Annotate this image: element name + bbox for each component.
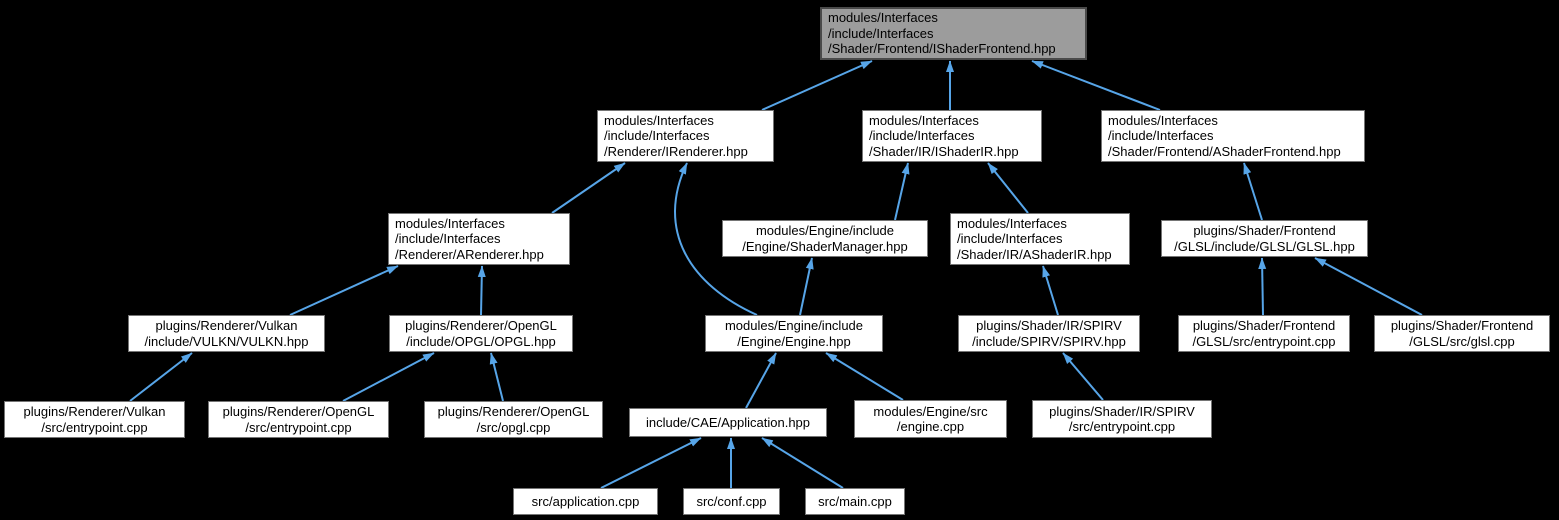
graph-node-opengl_entry[interactable]: plugins/Renderer/OpenGL/src/entrypoint.c…	[208, 401, 389, 438]
node-label-line: modules/Engine/include	[724, 318, 864, 333]
node-label-line: /GLSL/src/entrypoint.cpp	[1192, 333, 1336, 349]
node-label-line: plugins/Renderer/Vulkan	[23, 404, 166, 419]
graph-node-application_hpp[interactable]: include/CAE/Application.hpp	[629, 408, 827, 437]
include-edge-main_cpp-to-application_hpp	[761, 437, 844, 489]
include-edge-glsl_entry-to-glsl_hpp	[1258, 257, 1267, 316]
include-edge-vulkan_entry-to-vulkn_hpp	[129, 352, 193, 402]
node-label-line: include/CAE/Application.hpp	[645, 414, 811, 430]
node-label-line: /include/Interfaces	[604, 128, 710, 144]
include-edge-vulkn_hpp-to-arenderer	[289, 265, 399, 316]
include-edge-spirv_hpp-to-ashaderir	[1042, 265, 1059, 316]
node-label-line: /Engine/Engine.hpp	[737, 333, 851, 349]
node-label-line: /include/OPGL/OPGL.hpp	[406, 333, 556, 349]
node-label-line: /GLSL/include/GLSL/GLSL.hpp	[1174, 238, 1355, 254]
include-edge-ashaderir-to-ishaderir	[987, 162, 1029, 214]
graph-node-spirv_hpp[interactable]: plugins/Shader/IR/SPIRV/include/SPIRV/SP…	[958, 315, 1140, 352]
node-label-line: /src/entrypoint.cpp	[245, 419, 352, 435]
include-edge-engine_hpp-to-irenderer	[674, 162, 758, 316]
node-label-line: /Renderer/IRenderer.hpp	[604, 143, 748, 159]
node-label-line: /include/SPIRV/SPIRV.hpp	[972, 333, 1126, 349]
graph-node-ashaderir[interactable]: modules/Interfaces/include/Interfaces/Sh…	[950, 213, 1130, 265]
node-label-line: /src/entrypoint.cpp	[1068, 419, 1176, 434]
node-label-line: /src/entrypoint.cpp	[41, 419, 148, 435]
node-label-line: src/conf.cpp	[696, 493, 767, 509]
graph-node-engine_cpp[interactable]: modules/Engine/src/engine.cpp	[854, 400, 1007, 438]
graph-node-glsl_entry[interactable]: plugins/Shader/Frontend/GLSL/src/entrypo…	[1178, 315, 1350, 352]
node-label-line: plugins/Renderer/OpenGL	[437, 404, 590, 419]
include-edge-engine_hpp-to-shadermanager	[799, 257, 814, 316]
node-label-line: src/application.cpp	[531, 493, 640, 509]
node-label-line: plugins/Renderer/Vulkan	[155, 318, 298, 333]
node-label-line: /GLSL/src/glsl.cpp	[1409, 333, 1515, 349]
graph-node-spirv_entry[interactable]: plugins/Shader/IR/SPIRV/src/entrypoint.c…	[1032, 400, 1212, 438]
node-label-line: /src/opgl.cpp	[476, 419, 551, 435]
include-edge-glsl_hpp-to-ashaderfrontend	[1243, 162, 1263, 221]
include-edge-opgl_cpp-to-opgl_hpp	[489, 352, 504, 402]
graph-node-glsl_hpp[interactable]: plugins/Shader/Frontend/GLSL/include/GLS…	[1161, 220, 1368, 257]
node-label-line: /Shader/IR/IShaderIR.hpp	[869, 143, 1019, 159]
node-label-line: modules/Engine/include	[755, 223, 895, 238]
graph-node-irenderer[interactable]: modules/Interfaces/include/Interfaces/Re…	[597, 110, 774, 162]
graph-node-app_cpp[interactable]: src/application.cpp	[513, 488, 658, 515]
node-label-line: plugins/Shader/IR/SPIRV	[976, 318, 1122, 333]
node-label-line: plugins/Renderer/OpenGL	[222, 404, 375, 419]
graph-node-vulkn_hpp[interactable]: plugins/Renderer/Vulkan/include/VULKN/VU…	[128, 315, 325, 352]
include-edge-arenderer-to-irenderer	[551, 162, 626, 214]
node-label-line: modules/Interfaces	[395, 215, 505, 231]
graph-node-conf_cpp[interactable]: src/conf.cpp	[683, 488, 780, 515]
node-label-line: modules/Engine/src	[873, 403, 988, 419]
include-edge-app_cpp-to-application_hpp	[600, 437, 702, 489]
graph-node-vulkan_entry[interactable]: plugins/Renderer/Vulkan/src/entrypoint.c…	[4, 401, 185, 438]
node-label-line: plugins/Shader/IR/SPIRV	[1049, 403, 1195, 419]
include-edge-glsl_cpp-to-glsl_hpp	[1314, 257, 1423, 316]
node-label-line: plugins/Shader/Frontend	[1193, 223, 1336, 238]
include-edge-ashaderfrontend-to-ishaderfrontend	[1031, 60, 1161, 111]
node-label-line: modules/Interfaces	[957, 215, 1067, 231]
include-edge-shadermanager-to-ishaderir	[894, 162, 910, 221]
node-label-line: plugins/Shader/Frontend	[1192, 318, 1336, 333]
node-label-line: /include/Interfaces	[828, 25, 934, 41]
node-label-line: src/main.cpp	[818, 493, 892, 509]
graph-node-glsl_cpp[interactable]: plugins/Shader/Frontend/GLSL/src/glsl.cp…	[1374, 315, 1550, 352]
node-label-line: /include/Interfaces	[869, 128, 975, 144]
graph-node-ashaderfrontend[interactable]: modules/Interfaces/include/Interfaces/Sh…	[1101, 110, 1365, 162]
node-label-line: modules/Interfaces	[869, 112, 979, 128]
include-edge-opengl_entry-to-opgl_hpp	[342, 352, 435, 402]
node-label-line: modules/Interfaces	[604, 112, 714, 128]
node-label-line: plugins/Shader/Frontend	[1390, 318, 1534, 333]
graph-node-ishaderir[interactable]: modules/Interfaces/include/Interfaces/Sh…	[862, 110, 1042, 162]
node-label-line: /include/Interfaces	[395, 231, 501, 247]
graph-node-engine_hpp[interactable]: modules/Engine/include/Engine/Engine.hpp	[705, 315, 883, 352]
node-label-line: /include/Interfaces	[957, 231, 1063, 247]
node-label-line: /Shader/Frontend/AShaderFrontend.hpp	[1108, 143, 1341, 159]
node-label-line: /include/VULKN/VULKN.hpp	[144, 333, 309, 349]
node-label-line: modules/Interfaces	[828, 10, 938, 26]
node-label-line: /Shader/Frontend/IShaderFrontend.hpp	[828, 41, 1056, 57]
include-edge-engine_cpp-to-engine_hpp	[825, 352, 904, 401]
graph-node-opgl_hpp[interactable]: plugins/Renderer/OpenGL/include/OPGL/OPG…	[389, 315, 573, 352]
node-label-line: modules/Interfaces	[1108, 112, 1218, 128]
graph-node-ishaderfrontend: modules/Interfaces/include/Interfaces/Sh…	[820, 7, 1087, 60]
include-edge-opgl_hpp-to-arenderer	[477, 265, 486, 316]
include-edge-spirv_entry-to-spirv_hpp	[1062, 352, 1104, 401]
node-label-line: /Renderer/ARenderer.hpp	[395, 246, 544, 262]
node-label-line: plugins/Renderer/OpenGL	[405, 318, 557, 333]
include-edge-application_hpp-to-engine_hpp	[745, 352, 777, 409]
node-label-line: /Engine/ShaderManager.hpp	[742, 238, 908, 254]
graph-node-arenderer[interactable]: modules/Interfaces/include/Interfaces/Re…	[388, 213, 570, 265]
node-label-line: /include/Interfaces	[1108, 128, 1214, 144]
node-label-line: /Shader/IR/AShaderIR.hpp	[957, 246, 1112, 262]
graph-node-opgl_cpp[interactable]: plugins/Renderer/OpenGL/src/opgl.cpp	[424, 401, 603, 438]
graph-node-main_cpp[interactable]: src/main.cpp	[805, 488, 905, 515]
node-label-line: /engine.cpp	[896, 419, 965, 434]
graph-node-shadermanager[interactable]: modules/Engine/include/Engine/ShaderMana…	[722, 220, 928, 257]
include-edge-irenderer-to-ishaderfrontend	[761, 60, 873, 111]
